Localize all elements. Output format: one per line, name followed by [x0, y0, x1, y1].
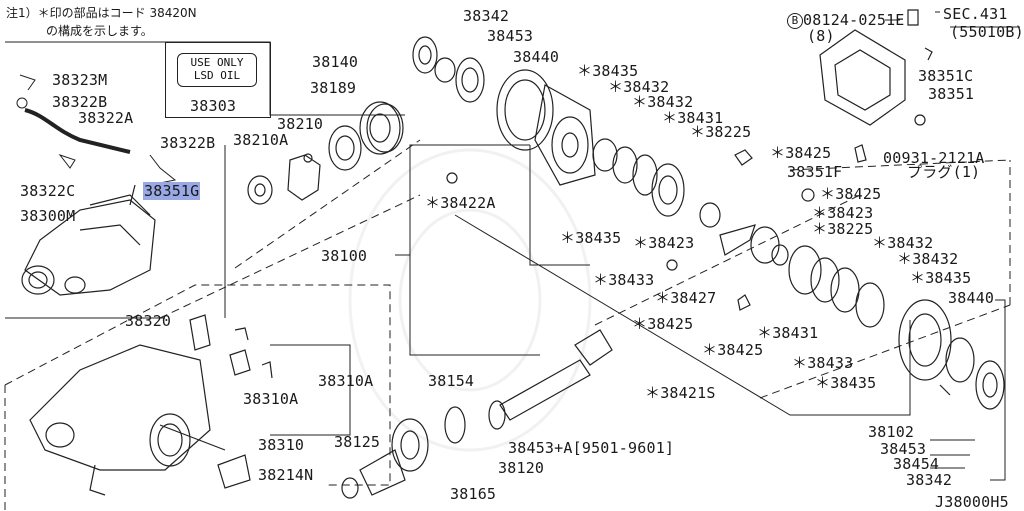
- part-38189[interactable]: 38189: [310, 79, 357, 97]
- lsd-oil-frame: [165, 42, 271, 118]
- part-38432-a[interactable]: ＊38432: [608, 78, 670, 96]
- part-38425-b[interactable]: ＊38425: [820, 185, 882, 203]
- part-38125[interactable]: 38125: [334, 433, 381, 451]
- diagram-id: J38000H5: [935, 493, 1009, 511]
- part-38423-a[interactable]: ＊38423: [633, 234, 695, 252]
- part-38102[interactable]: 38102: [868, 423, 915, 441]
- part-38425-a[interactable]: ＊38425: [770, 144, 832, 162]
- part-38310[interactable]: 38310: [258, 436, 305, 454]
- part-38431-b[interactable]: ＊38431: [757, 324, 819, 342]
- part-38303[interactable]: 38303: [190, 97, 237, 115]
- part-38351[interactable]: 38351: [928, 85, 975, 103]
- part-38120[interactable]: 38120: [498, 459, 545, 477]
- part-38310A-a[interactable]: 38310A: [318, 372, 374, 390]
- part-38433-b[interactable]: ＊38433: [792, 354, 854, 372]
- plug-ref-code[interactable]: 00931-2121A: [883, 149, 985, 167]
- part-38351C[interactable]: 38351C: [918, 67, 974, 85]
- part-38225-b[interactable]: ＊38225: [812, 220, 874, 238]
- part-38454[interactable]: 38454: [893, 455, 940, 473]
- part-38322B-a[interactable]: 38322B: [52, 93, 108, 111]
- part-38425-c[interactable]: ＊38425: [632, 315, 694, 333]
- part-38432-b[interactable]: ＊38432: [632, 93, 694, 111]
- part-38210A[interactable]: 38210A: [233, 131, 289, 149]
- bolt-ref-code: 08124-0251E: [803, 11, 905, 29]
- part-38140[interactable]: 38140: [312, 53, 359, 71]
- plug-ref-desc: プラグ(1): [907, 163, 981, 181]
- part-38453-top[interactable]: 38453: [487, 27, 534, 45]
- part-38432-c[interactable]: ＊38432: [872, 234, 934, 252]
- part-38323M[interactable]: 38323M: [52, 71, 108, 89]
- part-38435-b[interactable]: ＊38435: [560, 229, 622, 247]
- part-38435-a[interactable]: ＊38435: [577, 62, 639, 80]
- part-38435-d[interactable]: ＊38435: [815, 374, 877, 392]
- part-38320[interactable]: 38320: [125, 312, 172, 330]
- part-38351G-text: 38351G: [143, 182, 201, 200]
- part-38453A[interactable]: 38453+A[9501-9601]: [508, 439, 675, 457]
- part-38431-a[interactable]: ＊38431: [662, 109, 724, 127]
- part-38342-r[interactable]: 38342: [906, 471, 953, 489]
- part-38310A-b[interactable]: 38310A: [243, 390, 299, 408]
- part-38433-a[interactable]: ＊38433: [593, 271, 655, 289]
- part-38100[interactable]: 38100: [321, 247, 368, 265]
- part-38440-top[interactable]: 38440: [513, 48, 560, 66]
- part-38422A[interactable]: ＊38422A: [425, 194, 496, 212]
- lsd-oil-warning-label: USE ONLY LSD OIL: [177, 53, 257, 87]
- part-38300M[interactable]: 38300M: [20, 207, 76, 225]
- lsd-line-2: LSD OIL: [193, 69, 241, 82]
- part-38427[interactable]: ＊38427: [655, 289, 717, 307]
- part-38225-a[interactable]: ＊38225: [690, 123, 752, 141]
- part-38421S[interactable]: ＊38421S: [645, 384, 716, 402]
- bolt-ref-circle: B: [787, 13, 803, 29]
- part-38165[interactable]: 38165: [450, 485, 497, 503]
- part-38342-top[interactable]: 38342: [463, 7, 510, 25]
- sec-ref-line-2: (55010B): [950, 23, 1024, 41]
- part-38322A[interactable]: 38322A: [78, 109, 134, 127]
- part-38432-d[interactable]: ＊38432: [897, 250, 959, 268]
- part-38453-r[interactable]: 38453: [880, 440, 927, 458]
- bolt-ref-qty: (8): [807, 27, 835, 45]
- lsd-line-1: USE ONLY: [190, 56, 244, 69]
- part-38154[interactable]: 38154: [428, 372, 475, 390]
- part-38322C[interactable]: 38322C: [20, 182, 76, 200]
- sec-ref-line-1[interactable]: SEC.431: [943, 5, 1008, 23]
- part-38214N[interactable]: 38214N: [258, 466, 314, 484]
- note-line-2: の構成を示します。: [46, 24, 153, 38]
- part-38210[interactable]: 38210: [277, 115, 324, 133]
- part-38425-d[interactable]: ＊38425: [702, 341, 764, 359]
- note-line-1: 注1）＊印の部品はコード 38420N: [6, 6, 197, 20]
- part-38423-b[interactable]: ＊38423: [812, 204, 874, 222]
- part-38440-r[interactable]: 38440: [948, 289, 995, 307]
- part-38322B-b[interactable]: 38322B: [160, 134, 216, 152]
- part-38435-c[interactable]: ＊38435: [910, 269, 972, 287]
- part-38351G[interactable]: 38351G: [143, 182, 201, 200]
- part-38351F[interactable]: 38351F: [787, 163, 843, 181]
